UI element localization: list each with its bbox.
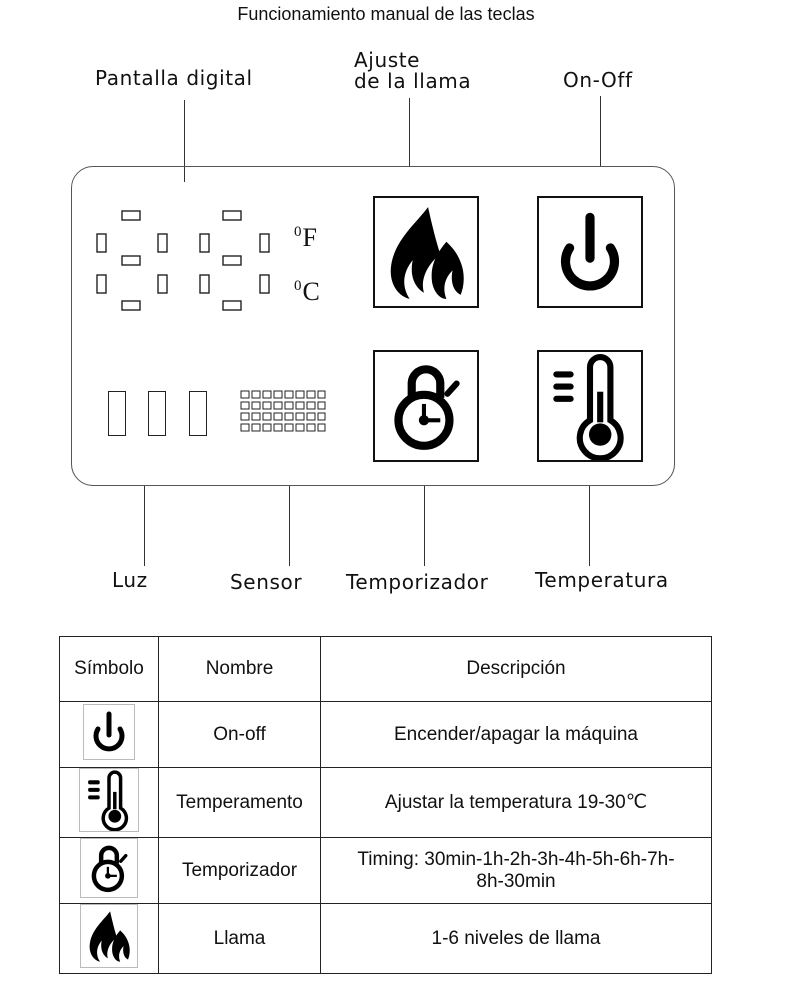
callout-line-temperature [589, 486, 590, 566]
power-icon [561, 212, 619, 291]
description-cell: Ajustar la temperatura 19-30℃ [320, 767, 712, 838]
table-row: Llama 1-6 niveles de llama [59, 903, 712, 974]
callout-flame-adjust: Ajuste de la llama [354, 50, 471, 92]
light-bar-1 [108, 391, 126, 436]
control-panel [71, 166, 675, 486]
flame-icon [80, 904, 138, 968]
header-description: Descripción [320, 636, 712, 702]
description-cell: Timing: 30min-1h-2h-3h-4h-5h-6h-7h- 8h-3… [320, 837, 712, 904]
description-line: Timing: 30min-1h-2h-3h-4h-5h-6h-7h- [357, 848, 675, 870]
power-icon [83, 704, 135, 760]
thermometer-icon [79, 768, 139, 832]
callout-sensor: Sensor [230, 570, 303, 594]
callout-digital-display: Pantalla digital [95, 66, 253, 90]
light-bar-2 [148, 391, 166, 436]
description-line: 8h-30min [476, 870, 556, 892]
callout-on-off: On-Off [563, 68, 633, 92]
callout-flame-adjust-line2: de la llama [354, 69, 472, 93]
description-cell: Encender/apagar la máquina [320, 701, 712, 768]
controls-table: Símbolo Nombre Descripción On-off Encend… [59, 636, 712, 974]
power-key[interactable] [537, 196, 643, 308]
symbol-cell [59, 903, 159, 974]
callout-line-flame [409, 98, 410, 166]
symbol-cell [59, 701, 159, 768]
callout-line-power [600, 96, 601, 166]
callout-line-sensor [289, 486, 290, 566]
seven-segment-display [96, 210, 270, 311]
table-row: On-off Encender/apagar la máquina [59, 701, 712, 768]
callout-timer: Temporizador [346, 570, 489, 594]
callout-line-light [144, 486, 145, 566]
name-cell: On-off [158, 701, 321, 768]
header-symbol: Símbolo [59, 636, 159, 702]
flame-icon [390, 207, 464, 299]
light-bar-3 [189, 391, 207, 436]
callout-line-timer [424, 486, 425, 566]
sensor-grid [240, 390, 326, 432]
name-cell: Llama [158, 903, 321, 974]
table-row: Temperamento Ajustar la temperatura 19-3… [59, 767, 712, 838]
callout-line-display [184, 100, 185, 182]
unit-celsius: 0C [294, 277, 320, 306]
unit-fahrenheit: 0F [294, 223, 317, 252]
timer-icon [80, 838, 138, 898]
temperature-key[interactable] [537, 350, 643, 462]
symbol-cell [59, 767, 159, 838]
flame-adjust-key[interactable] [373, 196, 479, 308]
page-title: Funcionamiento manual de las teclas [237, 4, 535, 24]
name-cell: Temporizador [158, 837, 321, 904]
description-cell: 1-6 niveles de llama [320, 903, 712, 974]
header-name: Nombre [158, 636, 321, 702]
callout-temperature: Temperatura [535, 568, 669, 592]
table-header-row: Símbolo Nombre Descripción [59, 636, 712, 702]
timer-icon [394, 365, 460, 450]
symbol-cell [59, 837, 159, 904]
name-cell: Temperamento [158, 767, 321, 838]
callout-light: Luz [112, 568, 148, 592]
thermometer-icon [553, 354, 624, 462]
timer-key[interactable] [373, 350, 479, 462]
callout-flame-adjust-line1: Ajuste [354, 48, 421, 72]
table-row: Temporizador Timing: 30min-1h-2h-3h-4h-5… [59, 837, 712, 904]
